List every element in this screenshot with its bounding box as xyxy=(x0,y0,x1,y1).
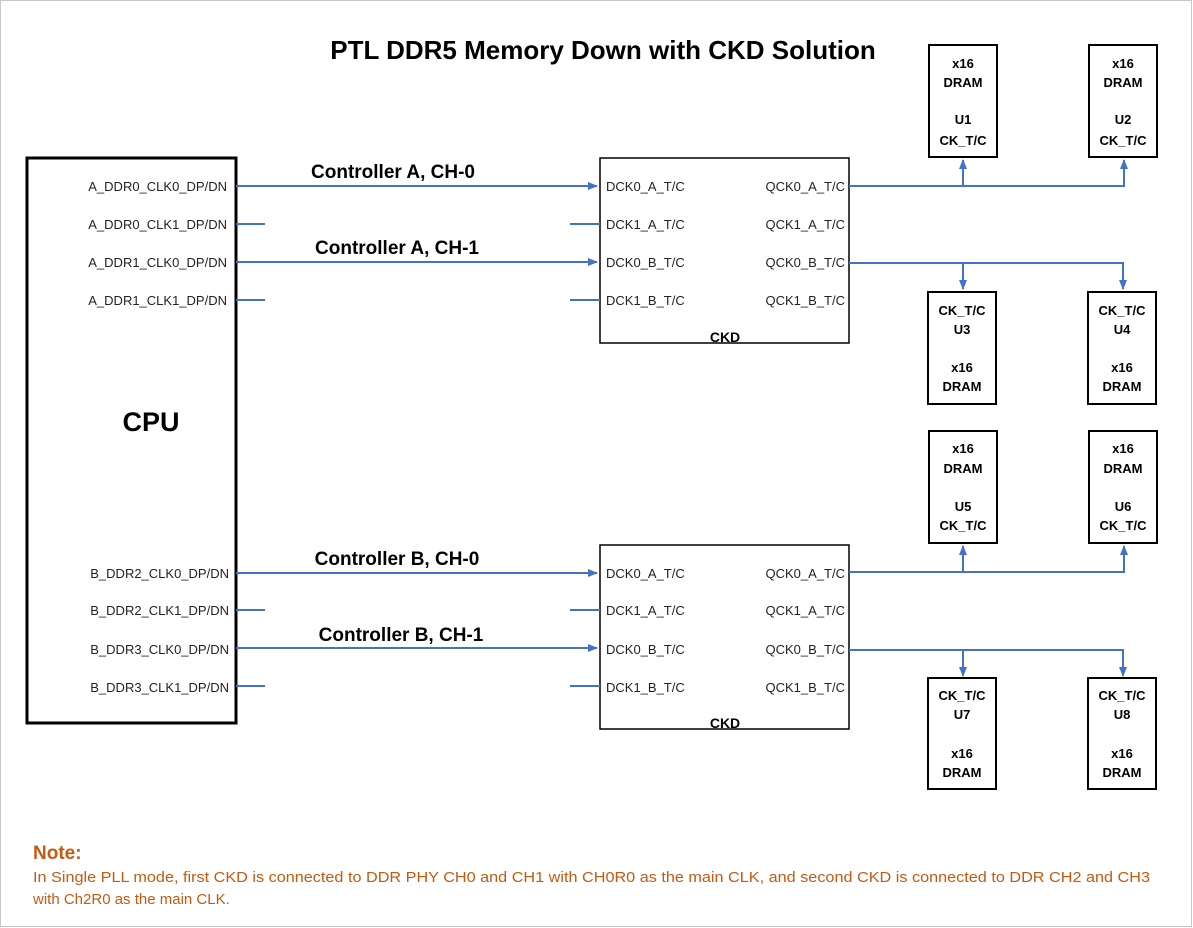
dram-u4: CK_T/C U4 x16 DRAM xyxy=(1087,291,1157,405)
dram-u5-outline xyxy=(928,430,998,544)
cpu-pin-a-ddr0-clk1: A_DDR0_CLK1_DP/DN xyxy=(88,217,227,232)
dram-u2-id: U2 xyxy=(1115,112,1132,127)
dram-u1: x16 DRAM U1 CK_T/C xyxy=(928,44,998,158)
dram-u5-id: U5 xyxy=(955,499,972,514)
dram-u6-id: U6 xyxy=(1115,499,1132,514)
ckd2-input-dck0-b: DCK0_B_T/C xyxy=(606,642,685,657)
ckd-1-outline xyxy=(599,157,850,344)
dram-u3: CK_T/C U3 x16 DRAM xyxy=(927,291,997,405)
dram-u2-clk: CK_T/C xyxy=(1100,133,1148,148)
ckd1-input-dck1-a: DCK1_A_T/C xyxy=(606,217,685,232)
dram-u1-outline xyxy=(928,44,998,158)
dram-u3-clk: CK_T/C xyxy=(939,303,987,318)
dram-u7-outline xyxy=(927,677,997,790)
ckd1-output-qck0-b: QCK0_B_T/C xyxy=(766,255,845,270)
dram-u6: x16 DRAM U6 CK_T/C xyxy=(1088,430,1158,544)
cpu-pin-b-ddr3-clk1: B_DDR3_CLK1_DP/DN xyxy=(90,680,229,695)
ckd2-input-dck0-a: DCK0_A_T/C xyxy=(606,566,685,581)
note-heading: Note: xyxy=(33,843,82,864)
dram-u2-outline xyxy=(1088,44,1158,158)
ckd-2-outline xyxy=(599,544,850,730)
ckd-block-1: DCK0_A_T/C DCK1_A_T/C DCK0_B_T/C DCK1_B_… xyxy=(570,157,850,345)
dram-u4-width: x16 xyxy=(1111,360,1133,375)
ckd1-output-qck0-a: QCK0_A_T/C xyxy=(766,179,845,194)
dram-u5: x16 DRAM U5 CK_T/C xyxy=(928,430,998,544)
dram-u6-width: x16 xyxy=(1112,441,1134,456)
dram-u7-width: x16 xyxy=(951,746,973,761)
dram-u4-type: DRAM xyxy=(1103,379,1142,394)
dram-u5-type: DRAM xyxy=(944,461,983,476)
dram-u6-clk: CK_T/C xyxy=(1100,518,1148,533)
ckd2-input-dck1-b: DCK1_B_T/C xyxy=(606,680,685,695)
dram-u2-width: x16 xyxy=(1112,56,1134,71)
dram-u7-clk: CK_T/C xyxy=(939,688,987,703)
ckd1-label: CKD xyxy=(710,329,740,345)
dram-u8-width: x16 xyxy=(1111,746,1133,761)
dram-u5-width: x16 xyxy=(952,441,974,456)
dram-u1-width: x16 xyxy=(952,56,974,71)
ckd1-input-dck1-b: DCK1_B_T/C xyxy=(606,293,685,308)
dram-u6-outline xyxy=(1088,430,1158,544)
cpu-pin-a-ddr1-clk1: A_DDR1_CLK1_DP/DN xyxy=(88,293,227,308)
note-text-line-1: In Single PLL mode, first CKD is connect… xyxy=(33,869,1150,886)
dram-u7-type: DRAM xyxy=(943,765,982,780)
dram-u7: CK_T/C U7 x16 DRAM xyxy=(927,677,997,790)
cpu-block xyxy=(25,156,238,725)
note-text-line-2: with Ch2R0 as the main CLK. xyxy=(32,891,230,908)
ckd2-output-qck1-a: QCK1_A_T/C xyxy=(766,603,845,618)
dram-u8-id: U8 xyxy=(1114,707,1131,722)
dram-u3-outline xyxy=(927,291,997,405)
ckd2-output-qck0-b: QCK0_B_T/C xyxy=(766,642,845,657)
dram-u3-id: U3 xyxy=(954,322,971,337)
ckd1-output-qck1-b: QCK1_B_T/C xyxy=(766,293,845,308)
ckd-block-2: DCK0_A_T/C DCK1_A_T/C DCK0_B_T/C DCK1_B_… xyxy=(570,544,850,731)
dram-u7-id: U7 xyxy=(954,707,971,722)
dram-u3-type: DRAM xyxy=(943,379,982,394)
diagram-title: PTL DDR5 Memory Down with CKD Solution xyxy=(330,35,876,65)
dram-u1-id: U1 xyxy=(955,112,972,127)
dram-u8: CK_T/C U8 x16 DRAM xyxy=(1087,677,1157,790)
dram-u4-outline xyxy=(1087,291,1157,405)
dram-u2-type: DRAM xyxy=(1104,75,1143,90)
cpu-pin-a-ddr0-clk0: A_DDR0_CLK0_DP/DN xyxy=(88,179,227,194)
dram-u2: x16 DRAM U2 CK_T/C xyxy=(1088,44,1158,158)
dram-u6-type: DRAM xyxy=(1104,461,1143,476)
dram-u4-clk: CK_T/C xyxy=(1099,303,1147,318)
controller-label-b-ch0: Controller B, CH-0 xyxy=(315,549,480,570)
ckd2-label: CKD xyxy=(710,715,740,731)
ckd2-output-qck0-a: QCK0_A_T/C xyxy=(766,566,845,581)
ckd1-input-dck0-b: DCK0_B_T/C xyxy=(606,255,685,270)
ckd1-output-qck1-a: QCK1_A_T/C xyxy=(766,217,845,232)
dram-u5-clk: CK_T/C xyxy=(940,518,988,533)
cpu-pin-a-ddr1-clk0: A_DDR1_CLK0_DP/DN xyxy=(88,255,227,270)
controller-label-a-ch0: Controller A, CH-0 xyxy=(311,162,475,183)
dram-u1-type: DRAM xyxy=(944,75,983,90)
ckd1-input-dck0-a: DCK0_A_T/C xyxy=(606,179,685,194)
controller-label-a-ch1: Controller A, CH-1 xyxy=(315,238,479,259)
dram-u8-clk: CK_T/C xyxy=(1099,688,1147,703)
cpu-pin-b-ddr3-clk0: B_DDR3_CLK0_DP/DN xyxy=(90,642,229,657)
dram-u4-id: U4 xyxy=(1114,322,1131,337)
ckd2-output-qck1-b: QCK1_B_T/C xyxy=(766,680,845,695)
dram-u8-outline xyxy=(1087,677,1157,790)
cpu-pin-b-ddr2-clk1: B_DDR2_CLK1_DP/DN xyxy=(90,603,229,618)
dram-u8-type: DRAM xyxy=(1103,765,1142,780)
cpu-label: CPU xyxy=(122,407,179,437)
controller-label-b-ch1: Controller B, CH-1 xyxy=(319,625,484,646)
dram-u1-clk: CK_T/C xyxy=(940,133,988,148)
dram-u3-width: x16 xyxy=(951,360,973,375)
cpu-pin-b-ddr2-clk0: B_DDR2_CLK0_DP/DN xyxy=(90,566,229,581)
ckd2-input-dck1-a: DCK1_A_T/C xyxy=(606,603,685,618)
